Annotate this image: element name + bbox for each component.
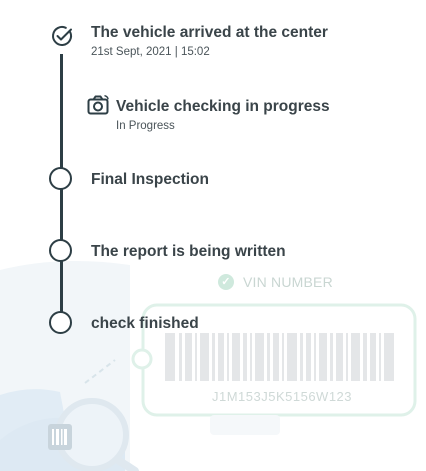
- vin-label-text: VIN NUMBER: [243, 274, 333, 290]
- empty-circle-icon: [49, 239, 72, 262]
- empty-circle-icon: [49, 167, 72, 190]
- check-dot-icon: ✓: [218, 274, 234, 290]
- empty-circle-icon: [49, 311, 72, 334]
- vin-number-label: ✓ VIN NUMBER: [218, 274, 333, 290]
- step-title: The report is being written: [91, 243, 286, 260]
- vin-code: J1M153J5K5156W123: [211, 389, 353, 404]
- check-circle-icon: [52, 26, 72, 46]
- step-subtitle: In Progress: [116, 120, 175, 132]
- step-title: check finished: [91, 315, 199, 332]
- step-subtitle: 21st Sept, 2021 | 15:02: [91, 46, 210, 58]
- step-title: The vehicle arrived at the center: [91, 24, 328, 41]
- step-title: Final Inspection: [91, 171, 209, 188]
- step-title: Vehicle checking in progress: [116, 98, 330, 115]
- camera-icon: [87, 95, 109, 115]
